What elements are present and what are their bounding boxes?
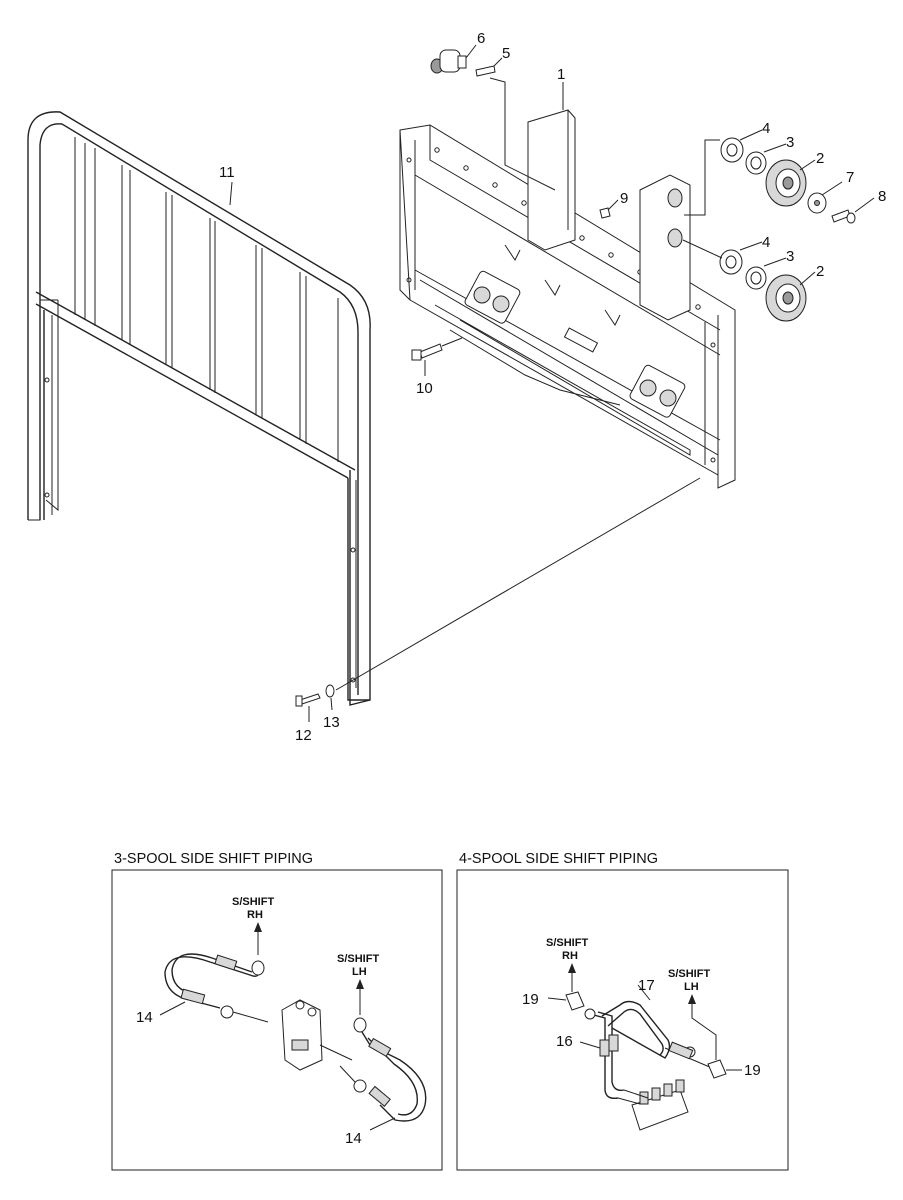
left-lh-label-2: LH: [352, 966, 367, 978]
callout-2-top: 2: [816, 150, 824, 167]
carriage-assembly: 1 10 9: [399, 66, 736, 489]
callout-17: 17: [638, 977, 655, 994]
callout-13: 13: [323, 714, 340, 731]
panel-3-spool-frame: [111, 869, 443, 1171]
left-rh-label-2: RH: [247, 909, 263, 921]
roller-set-bottom: 4 3 2: [682, 234, 824, 322]
callout-5: 5: [502, 45, 510, 62]
callout-2-bottom: 2: [816, 263, 824, 280]
panel-4-spool-title: 4-SPOOL SIDE SHIFT PIPING: [459, 851, 658, 867]
callout-3-top: 3: [786, 134, 794, 151]
left-rh-label-1: S/SHIFT: [232, 896, 274, 908]
callout-7: 7: [846, 169, 854, 186]
callout-9: 9: [620, 190, 628, 207]
right-lh-label-1: S/SHIFT: [668, 968, 710, 980]
callout-4-top: 4: [762, 120, 770, 137]
callout-1: 1: [557, 66, 565, 83]
roller-set-top: 4 3 2 7 8: [720, 120, 886, 224]
callout-16: 16: [556, 1033, 573, 1050]
right-lh-arrow: [691, 997, 717, 1060]
callout-19-left: 19: [522, 991, 539, 1008]
right-rh-label-2: RH: [562, 950, 578, 962]
left-lh-label-1: S/SHIFT: [337, 953, 379, 965]
bolt-10: 10: [411, 337, 463, 397]
load-backrest: 11: [27, 111, 371, 706]
callout-14-right: 14: [345, 1130, 362, 1147]
panel-3-spool: 3-SPOOL SIDE SHIFT PIPING S/SHIFT RH S/S…: [111, 851, 443, 1171]
backrest-slats: [74, 137, 339, 462]
right-rh-label-1: S/SHIFT: [546, 937, 588, 949]
fitting-5-6: 6 5: [430, 30, 510, 77]
callout-10: 10: [416, 380, 433, 397]
panel-4-spool: 4-SPOOL SIDE SHIFT PIPING S/SHIFT RH S/S…: [456, 851, 789, 1171]
callout-14-left: 14: [136, 1009, 153, 1026]
callout-8: 8: [878, 188, 886, 205]
right-lh-label-2: LH: [684, 981, 699, 993]
callout-4-bottom: 4: [762, 234, 770, 251]
panel-4-spool-frame: [456, 869, 789, 1171]
bolt-12-washer-13: 12 13: [295, 477, 701, 744]
callout-19-right: 19: [744, 1062, 761, 1079]
callout-3-bottom: 3: [786, 248, 794, 265]
callout-12: 12: [295, 727, 312, 744]
panel-3-spool-title: 3-SPOOL SIDE SHIFT PIPING: [114, 851, 313, 867]
callout-6: 6: [477, 30, 485, 47]
callout-11: 11: [219, 164, 235, 181]
